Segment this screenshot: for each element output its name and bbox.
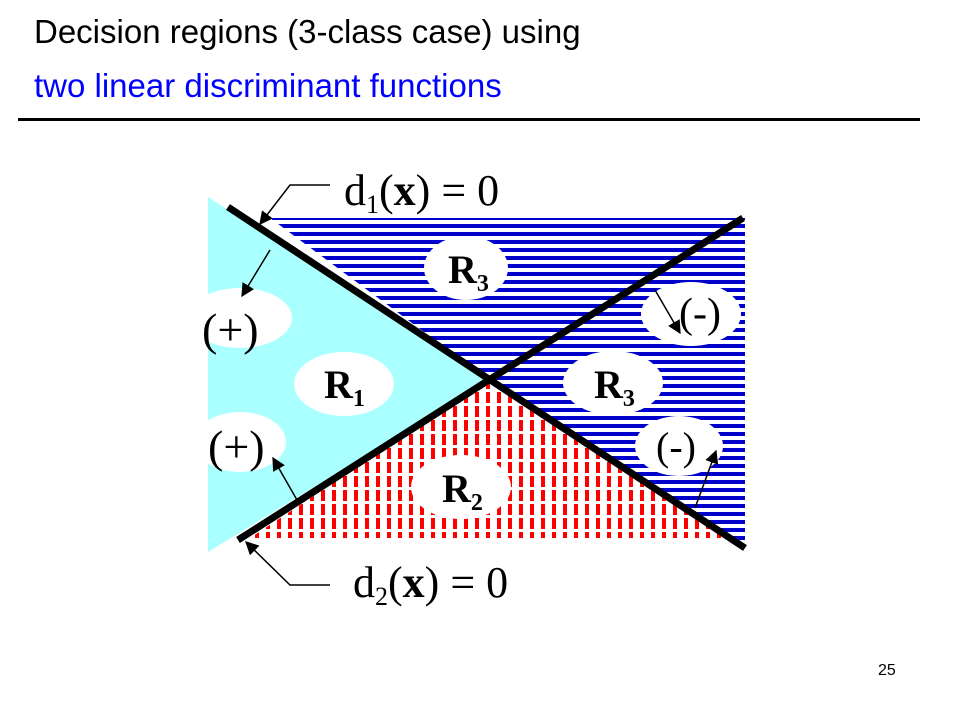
slide-page-number: 25 bbox=[878, 662, 896, 679]
label-bg-plus-lower bbox=[194, 412, 286, 472]
leader-line-d1 bbox=[259, 184, 330, 226]
arrow-d2-negative bbox=[654, 289, 681, 335]
equation-d2: d2(x) = 0 bbox=[353, 558, 508, 611]
leader-line-d2 bbox=[245, 541, 330, 586]
region-r2-area bbox=[250, 380, 725, 538]
region-label-r2: R2 bbox=[442, 466, 483, 516]
boundary-line-d2 bbox=[236, 215, 745, 543]
label-bg-r2 bbox=[411, 455, 511, 519]
equation-d2-equals: = 0 bbox=[450, 558, 508, 607]
label-bg-r1 bbox=[294, 352, 394, 416]
equation-d1-equals: = 0 bbox=[441, 166, 499, 215]
arrow-d2-positive bbox=[272, 456, 298, 501]
label-bg-plus-upper bbox=[188, 288, 292, 348]
region-label-r3-right: R3 bbox=[594, 362, 635, 412]
title-divider bbox=[18, 118, 920, 121]
label-bg-minus-upper bbox=[641, 282, 741, 346]
sign-label-d1-positive: (+) bbox=[202, 304, 259, 355]
label-bg-r3-right bbox=[563, 351, 663, 415]
sign-label-d1-negative: (-) bbox=[656, 424, 696, 469]
equation-d1-function: d bbox=[344, 166, 366, 215]
arrow-d1-negative bbox=[694, 449, 719, 509]
equation-d1: d1(x) = 0 bbox=[344, 166, 499, 219]
label-bg-minus-lower bbox=[635, 416, 723, 476]
region-label-r3-top: R3 bbox=[448, 247, 489, 297]
slide-title-line-2: two linear discriminant functions bbox=[34, 67, 502, 104]
label-bg-r3-top bbox=[424, 236, 508, 300]
equation-d2-function: d bbox=[353, 558, 375, 607]
region-label-r1: R1 bbox=[324, 362, 365, 412]
region-r3-area bbox=[270, 218, 745, 545]
slide-title-line-1: Decision regions (3-class case) using bbox=[34, 13, 581, 50]
equation-d1-subscript: 1 bbox=[366, 190, 379, 219]
sign-label-d2-negative: (-) bbox=[679, 291, 721, 337]
sign-label-d2-positive: (+) bbox=[208, 421, 265, 472]
equation-d2-argument: x bbox=[403, 558, 425, 607]
arrow-d1-positive bbox=[241, 249, 271, 298]
equation-d2-subscript: 2 bbox=[375, 582, 388, 611]
equation-d1-argument: x bbox=[394, 166, 416, 215]
